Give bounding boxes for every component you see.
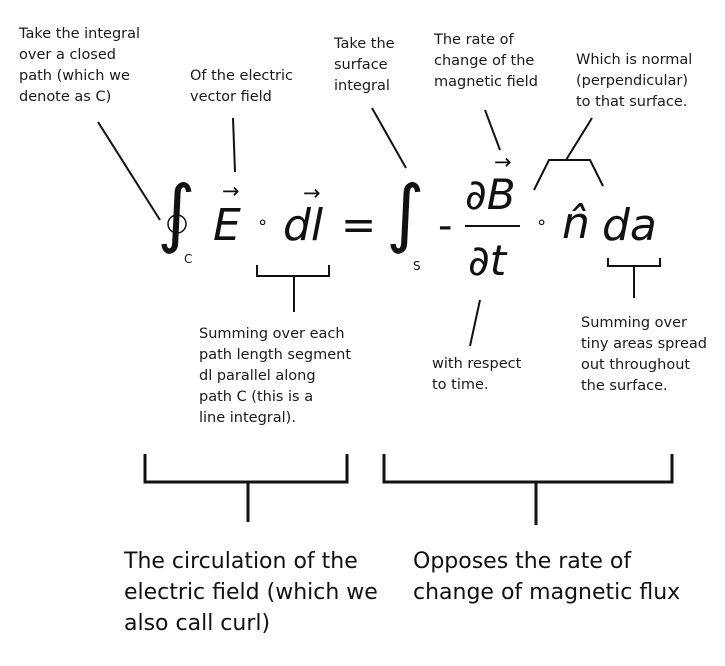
- minus-sign: -: [438, 203, 453, 249]
- note-with-respect-time: with respect to time.: [432, 356, 522, 393]
- normal-pointer: [565, 117, 593, 161]
- note-tiny-areas: Summing over tiny areas spread out throu…: [581, 315, 708, 394]
- dl-vector-arrow: →: [303, 181, 321, 205]
- area-element-symbol: da: [602, 200, 657, 251]
- summary-circulation: The circulation of the electric field (w…: [124, 549, 378, 636]
- dot-product-1: ∘: [257, 212, 269, 233]
- closed-path-pointer: [97, 121, 161, 221]
- dot-product-2: ∘: [536, 212, 548, 233]
- summary-opposes: Opposes the rate of change of magnetic f…: [413, 549, 681, 605]
- surface-integral-sign: ∫: [386, 170, 425, 256]
- note-electric-field: Of the electric vector field: [190, 68, 294, 105]
- dl-symbol: dl: [283, 200, 324, 251]
- partial-t-symbol: ∂t: [468, 236, 507, 285]
- closed-contour-circle: [167, 214, 187, 234]
- rate-of-change-pointer: [484, 109, 501, 151]
- partial-b-symbol: ∂B: [465, 170, 516, 219]
- e-vector-arrow: →: [222, 179, 240, 203]
- note-closed-path: Take the integral over a closed path (wh…: [19, 26, 141, 105]
- electric-field-pointer: [232, 117, 236, 173]
- note-rate-of-change: The rate of change of the magnetic field: [434, 32, 538, 90]
- note-surface-integral: Take the surface integral: [334, 36, 395, 94]
- b-vector-arrow: →: [494, 150, 512, 174]
- partial-t-pointer: [469, 299, 481, 347]
- da-bracket: [607, 258, 661, 267]
- contour-subscript: C: [184, 252, 193, 266]
- electric-field-symbol: E: [213, 200, 241, 251]
- surface-integral-pointer: [371, 107, 407, 169]
- circulation-bracket: [143, 454, 349, 484]
- note-path-segment: Summing over each path length segment dl…: [199, 326, 352, 426]
- dl-bracket: [256, 265, 330, 277]
- contour-integral-sign: ∫: [157, 170, 196, 256]
- surface-subscript: S: [413, 259, 421, 273]
- opposes-bracket: [382, 454, 674, 484]
- normal-unit-vector-symbol: n̂: [562, 198, 590, 249]
- equals-sign: =: [341, 200, 377, 249]
- note-normal: Which is normal (perpendicular) to that …: [576, 52, 693, 110]
- normal-bracket: [533, 159, 604, 191]
